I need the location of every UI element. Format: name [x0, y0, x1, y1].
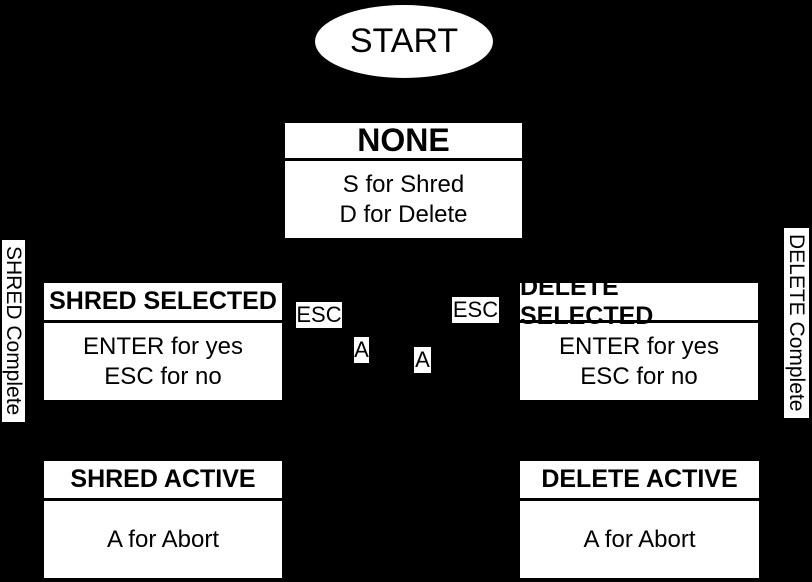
state-line: A for Abort: [583, 525, 696, 553]
edge-label-esc-left: ESC: [296, 302, 342, 328]
state-none: NONE S for Shred D for Delete: [285, 122, 522, 238]
state-line: ESC for no: [580, 362, 698, 390]
state-delete-active-title: DELETE ACTIVE: [541, 465, 738, 493]
state-shred-active-body: A for Abort: [44, 501, 282, 578]
state-delete-selected: DELETE SELECTED ENTER for yes ESC for no: [520, 272, 758, 400]
state-shred-active-title: SHRED ACTIVE: [70, 465, 256, 493]
state-shred-selected-title: SHRED SELECTED: [49, 287, 277, 315]
title-divider: [285, 158, 522, 161]
side-label-delete-complete: DELETE Complete: [784, 228, 809, 418]
title-divider: [520, 320, 758, 323]
title-divider: [44, 320, 282, 323]
state-line: D for Delete: [339, 200, 468, 228]
state-shred-selected: SHRED SELECTED ENTER for yes ESC for no: [44, 283, 282, 400]
state-delete-active-body: A for Abort: [520, 501, 759, 578]
state-line: S for Shred: [342, 170, 465, 198]
state-delete-selected-title: DELETE SELECTED: [520, 272, 654, 330]
edge-label-esc-right: ESC: [452, 297, 499, 323]
title-divider: [44, 498, 282, 501]
state-line: ENTER for yes: [82, 332, 244, 360]
title-divider: [520, 498, 759, 501]
state-delete-selected-body: ENTER for yes ESC for no: [520, 323, 758, 400]
state-none-body: S for Shred D for Delete: [285, 161, 522, 238]
state-delete-active: DELETE ACTIVE A for Abort: [520, 461, 759, 578]
edge-label-abort-left: A: [354, 337, 369, 363]
side-label-shred-complete: SHRED Complete: [2, 240, 25, 422]
state-shred-active: SHRED ACTIVE A for Abort: [44, 461, 282, 578]
start-node: START: [315, 5, 493, 78]
state-line: ESC for no: [104, 362, 222, 390]
state-shred-selected-body: ENTER for yes ESC for no: [44, 323, 282, 400]
state-line: ENTER for yes: [558, 332, 720, 360]
state-line: A for Abort: [106, 525, 220, 553]
start-node-label: START: [349, 22, 459, 60]
edge-label-abort-right: A: [414, 347, 431, 373]
state-none-title: NONE: [357, 122, 450, 158]
